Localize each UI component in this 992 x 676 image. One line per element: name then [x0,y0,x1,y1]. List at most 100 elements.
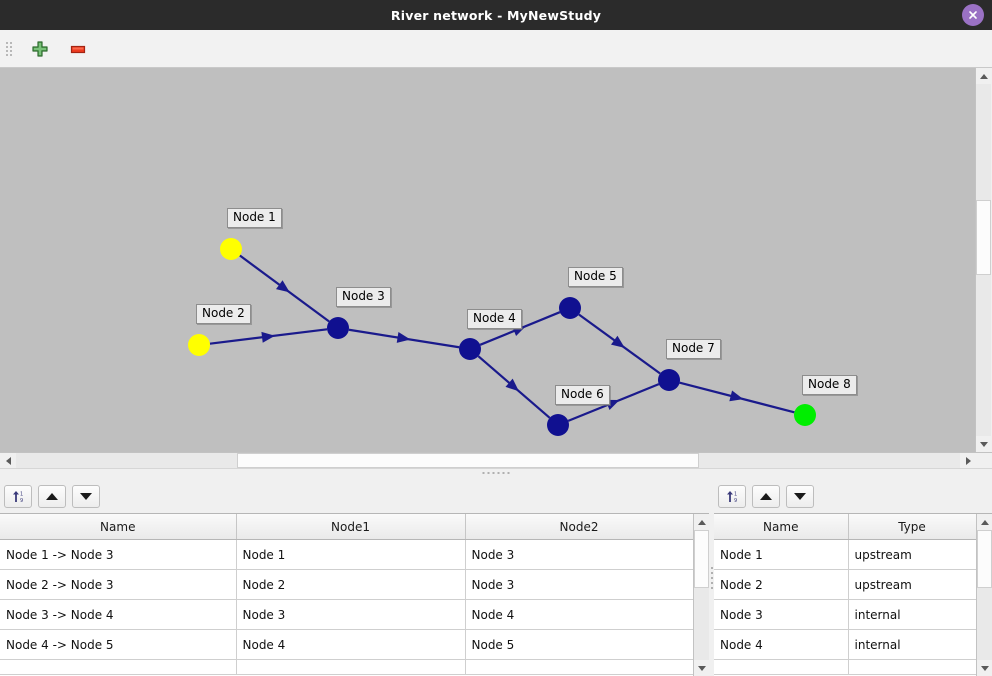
table-cell[interactable]: Node 1 -> Node 3 [0,539,237,570]
graph-node-node-8[interactable] [794,404,816,426]
table-cell[interactable]: Node 1 [714,539,849,570]
graph-node-node-2[interactable] [188,334,210,356]
branch-scroll-up-arrow-icon[interactable] [694,514,709,530]
canvas-horizontal-scrollbar[interactable] [0,452,992,468]
table-cell[interactable]: Node 3 [465,539,693,570]
table-cell[interactable]: Node 2 -> Node 3 [0,569,237,600]
graph-node-label-node-1[interactable]: Node 1 [227,208,282,228]
branch-scroll-down-arrow-icon[interactable] [694,660,709,676]
table-cell[interactable]: Node 4 [465,599,693,630]
svg-text:9: 9 [20,498,23,504]
table-cell[interactable]: Node 4 -> Node 5 [0,629,237,660]
node-scroll-thumb[interactable] [977,530,992,588]
drag-grip-icon[interactable] [6,38,12,60]
graph-node-label-node-2[interactable]: Node 2 [196,304,251,324]
table-cell-empty[interactable] [714,659,849,675]
horizontal-splitter[interactable] [0,468,992,479]
graph-node-label-node-8[interactable]: Node 8 [802,375,857,395]
column-header-type[interactable]: Type [848,514,976,540]
node-scroll-up-arrow-icon[interactable] [977,514,992,530]
table-cell-empty[interactable] [465,659,693,675]
table-cell[interactable]: Node 4 [236,629,466,660]
node-table-vertical-scrollbar[interactable] [976,514,992,676]
node-scroll-track[interactable] [977,530,992,660]
node-move-up-button[interactable] [752,484,780,508]
branch-move-up-button[interactable] [38,484,66,508]
graph-node-label-node-4[interactable]: Node 4 [467,309,522,329]
horizontal-scroll-thumb[interactable] [237,453,699,468]
column-header-name[interactable]: Name [714,514,849,540]
svg-text:9: 9 [734,498,737,504]
vertical-splitter-grip-icon [710,566,713,589]
graph-node-label-node-6[interactable]: Node 6 [555,385,610,405]
scroll-left-arrow-icon[interactable] [0,453,16,468]
remove-node-button[interactable] [66,37,90,61]
table-cell[interactable]: internal [848,599,976,630]
canvas-vertical-scrollbar[interactable] [975,68,992,452]
close-icon[interactable] [962,4,984,26]
table-cell[interactable]: Node 3 [236,599,466,630]
branch-table-vertical-scrollbar[interactable] [693,514,709,676]
add-node-button[interactable] [28,37,52,61]
table-cell[interactable]: Node 2 [236,569,466,600]
graph-node-label-node-3[interactable]: Node 3 [336,287,391,307]
vertical-splitter[interactable] [709,479,714,676]
node-scroll-down-arrow-icon[interactable] [977,660,992,676]
river-network-diagram[interactable]: Node 1 Node 2 Node 3 Node 4 Node 5 Node 6 Node… [0,68,975,452]
graph-node-node-3[interactable] [327,317,349,339]
column-header-node2[interactable]: Node2 [465,514,693,540]
table-cell[interactable]: Node 1 [236,539,466,570]
node-move-down-button[interactable] [786,484,814,508]
table-cell[interactable]: Node 5 [465,629,693,660]
graph-node-node-7[interactable] [658,369,680,391]
vertical-scroll-thumb[interactable] [976,200,991,275]
table-cell[interactable]: Node 2 [714,569,849,600]
graph-node-node-1[interactable] [220,238,242,260]
table-cell[interactable]: Node 3 -> Node 4 [0,599,237,630]
node-sort-button[interactable]: 1 9 [718,484,746,508]
column-header-node1[interactable]: Node1 [236,514,466,540]
horizontal-scroll-track[interactable] [16,453,960,468]
scroll-right-arrow-icon[interactable] [960,453,976,468]
table-row-empty[interactable] [0,659,693,675]
column-header-name[interactable]: Name [0,514,237,540]
table-cell[interactable]: internal [848,629,976,660]
vertical-scroll-track[interactable] [976,84,991,436]
table-cell-empty[interactable] [848,659,976,675]
table-cell[interactable]: Node 3 [465,569,693,600]
table-cell[interactable]: Node 4 [714,629,849,660]
scroll-down-arrow-icon[interactable] [976,436,991,452]
branch-scroll-track[interactable] [694,530,709,660]
graph-node-node-5[interactable] [559,297,581,319]
graph-node-label-node-7[interactable]: Node 7 [666,339,721,359]
graph-node-node-4[interactable] [459,338,481,360]
branch-scroll-thumb[interactable] [694,530,709,588]
branch-sort-button[interactable]: 1 9 [4,484,32,508]
scroll-up-arrow-icon[interactable] [976,68,991,84]
graph-node-node-6[interactable] [547,414,569,436]
table-cell[interactable]: upstream [848,569,976,600]
graph-edge-arrow-icon [261,331,275,343]
table-cell[interactable]: upstream [848,539,976,570]
table-cell-empty[interactable] [236,659,466,675]
graph-node-label-node-5[interactable]: Node 5 [568,267,623,287]
branch-move-down-button[interactable] [72,484,100,508]
table-cell-empty[interactable] [0,659,237,675]
table-cell[interactable]: Node 3 [714,599,849,630]
table-row-empty[interactable] [714,659,976,675]
